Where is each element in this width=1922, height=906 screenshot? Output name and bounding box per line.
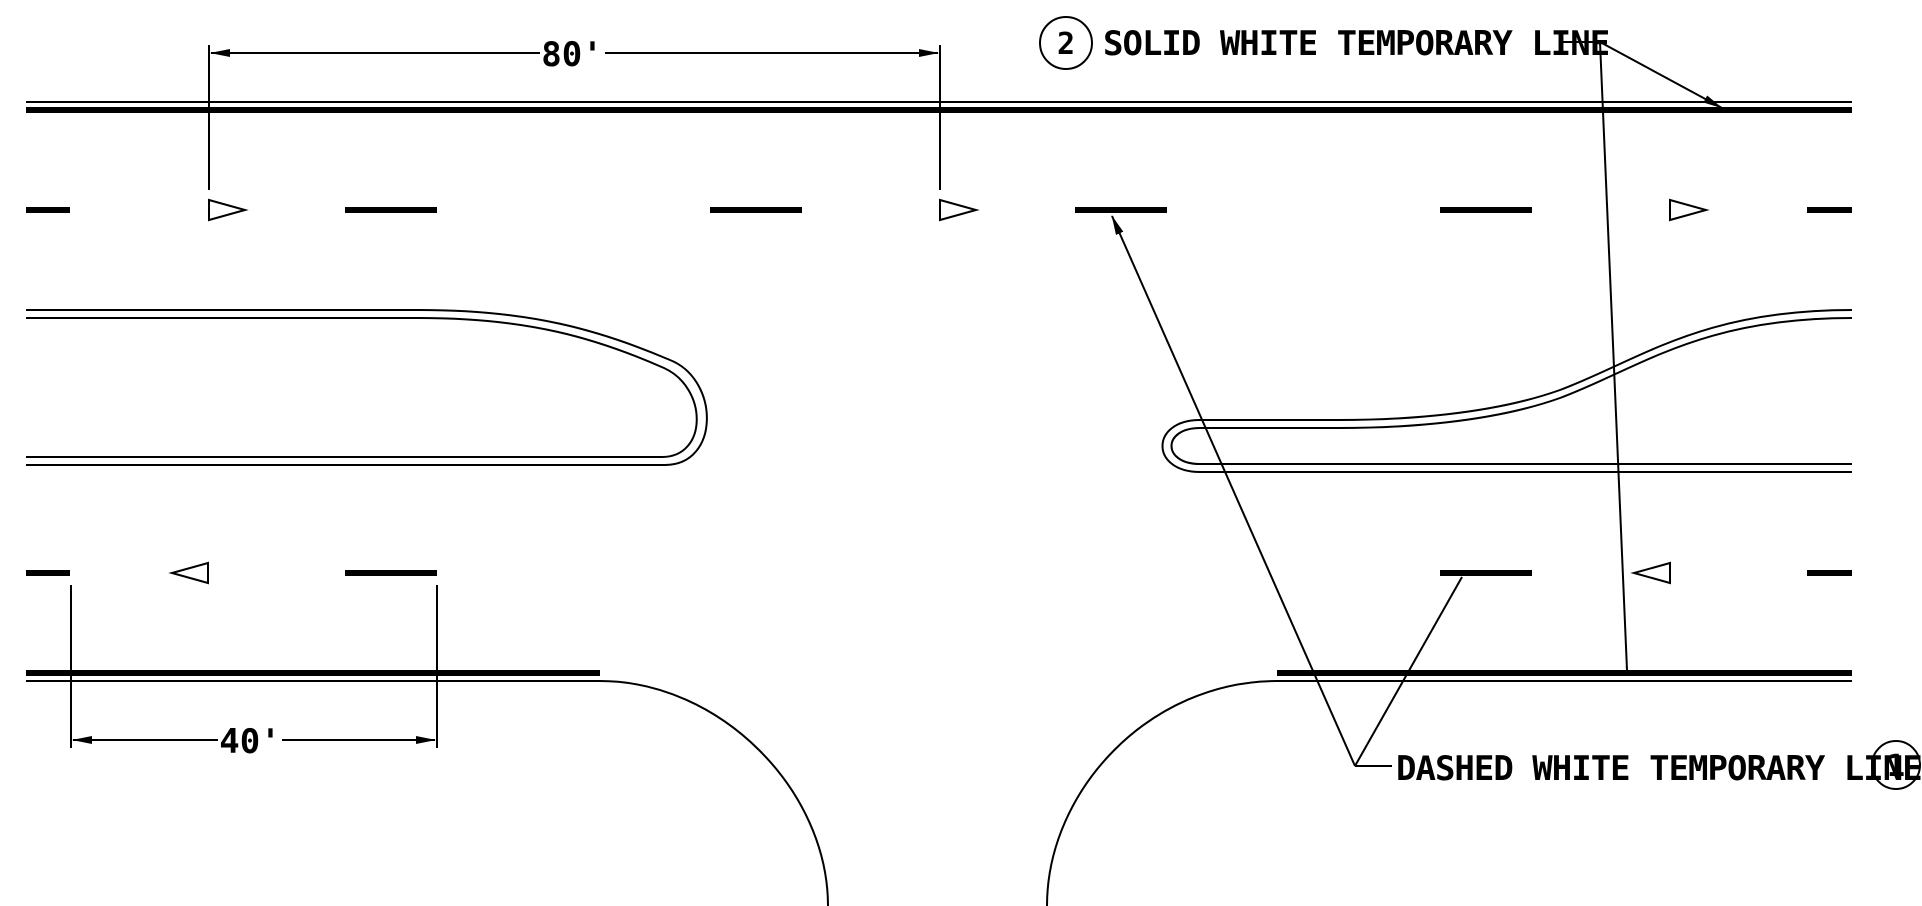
leader-line-bottom-edge [1599,41,1628,671]
leader-arrow-upper-dash [1111,215,1356,767]
upper-dashed-lane-line [26,198,1852,222]
leader-arrow-top-edge [1599,41,1723,109]
direction-arrow-right [1669,198,1710,222]
direction-arrow-left [1630,561,1671,585]
callout-text: DASHED WHITE TEMPORARY LINE [1396,749,1922,789]
direction-arrow-left [168,561,209,585]
dimension-80ft: 80' [208,35,941,190]
right-median-island [1161,309,1853,473]
direction-arrow-right [208,198,249,222]
direction-arrow-right [939,198,980,222]
dimension-label-40: 40' [219,722,280,762]
lower-dashed-lane-line [26,561,1852,585]
callout-number-circle [1871,740,1921,790]
callout-solid-white-line: 2 SOLID WHITE TEMPORARY LINE [1039,16,1723,671]
leader-line-lower-dash [1354,576,1463,767]
callout-number: 2 [1057,27,1075,62]
dimension-label-80: 80' [541,35,602,75]
callout-number-circle [1039,16,1093,70]
callout-dashed-white-line: DASHED WHITE TEMPORARY LINE 1 [1111,215,1922,790]
bottom-road-edge [26,670,1852,906]
dimension-40ft: 40' [70,585,438,762]
left-median-island [26,309,708,466]
callout-number: 1 [1887,749,1905,784]
callout-text: SOLID WHITE TEMPORARY LINE [1103,24,1609,64]
